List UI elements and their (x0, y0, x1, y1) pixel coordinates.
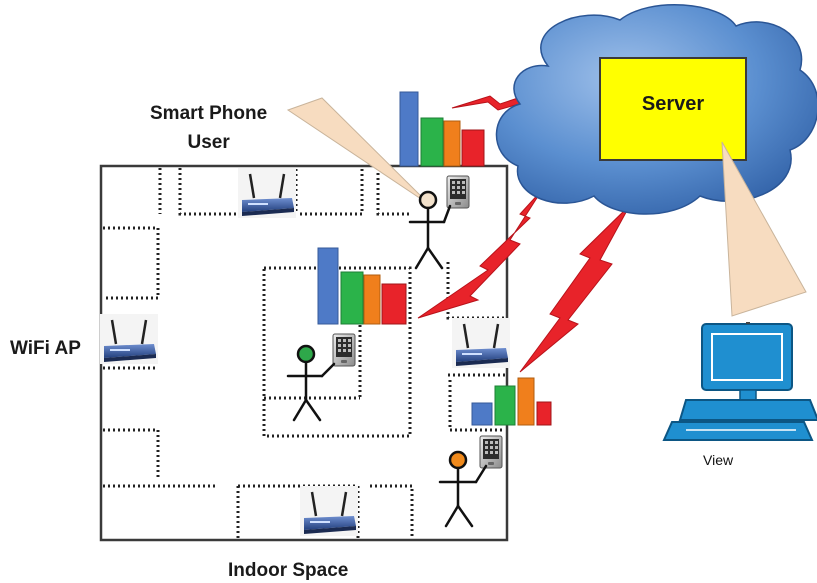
smart-phone-user-label: Smart Phone User (150, 99, 267, 157)
signal-bars-icon (317, 247, 407, 325)
smart-phone-user-label-line1: Smart Phone (150, 103, 268, 124)
signal-bars-icon (471, 377, 552, 426)
stick-figure-icon (286, 344, 336, 422)
smartphone-icon (479, 435, 503, 469)
wifi-ap-label: WiFi AP (10, 338, 81, 359)
server-view-callout (721, 141, 807, 317)
wifi-router-icon (98, 312, 160, 366)
wifi-router-icon (236, 166, 298, 220)
wifi-router-icon (450, 316, 512, 370)
indoor-space-label: Indoor Space (228, 560, 349, 581)
view-label: View (703, 452, 734, 468)
smart-phone-user-label-line2: User (187, 132, 230, 153)
wifi-router-icon (298, 484, 360, 538)
smart-phone-user-callout (286, 97, 431, 206)
server-label: Server (641, 93, 705, 115)
stick-figure-icon (438, 450, 488, 528)
smartphone-icon (332, 333, 356, 367)
stick-figure-icon (408, 190, 452, 270)
signal-bars-icon (399, 91, 485, 167)
computer-icon (662, 322, 817, 441)
smartphone-icon (446, 175, 470, 209)
